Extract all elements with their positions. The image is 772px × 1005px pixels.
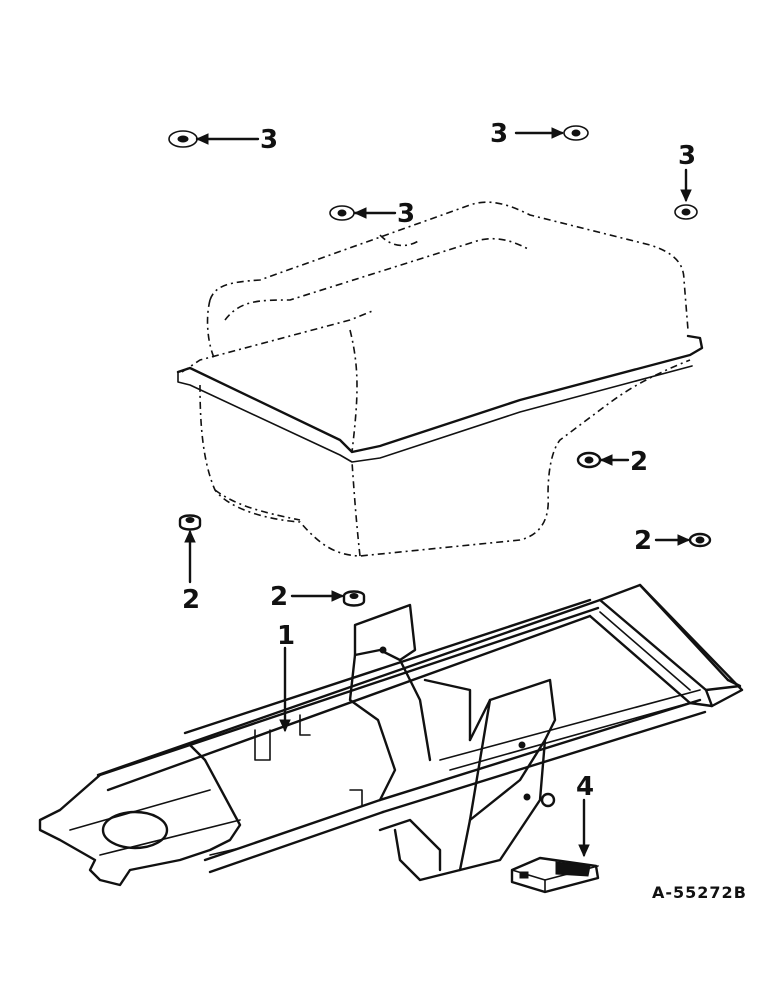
callout-2-right-upper: 2 bbox=[630, 447, 648, 477]
callout-3-mid: 3 bbox=[397, 199, 415, 229]
washer-4 bbox=[674, 204, 698, 220]
callout-3-top-center: 3 bbox=[490, 119, 508, 149]
fuel-tank-outline bbox=[176, 201, 704, 557]
callout-labels: 3 3 3 3 2 2 2 2 1 4 A-55272B bbox=[182, 119, 747, 902]
callout-arrows bbox=[184, 127, 692, 858]
insulator-4 bbox=[342, 590, 366, 607]
callout-2-center: 2 bbox=[270, 582, 288, 612]
callout-3-top-left: 3 bbox=[260, 125, 278, 155]
callout-3-right: 3 bbox=[678, 141, 696, 171]
callout-4-pad: 4 bbox=[576, 772, 594, 802]
tank-support-frame bbox=[38, 583, 744, 887]
callout-2-right-lower: 2 bbox=[634, 526, 652, 556]
callout-2-left: 2 bbox=[182, 585, 200, 615]
washer-group bbox=[168, 125, 712, 607]
mounting-pad bbox=[510, 856, 600, 894]
insulator-3 bbox=[178, 514, 202, 531]
part-code-label: A-55272B bbox=[652, 883, 747, 902]
callout-1-frame: 1 bbox=[277, 621, 295, 651]
